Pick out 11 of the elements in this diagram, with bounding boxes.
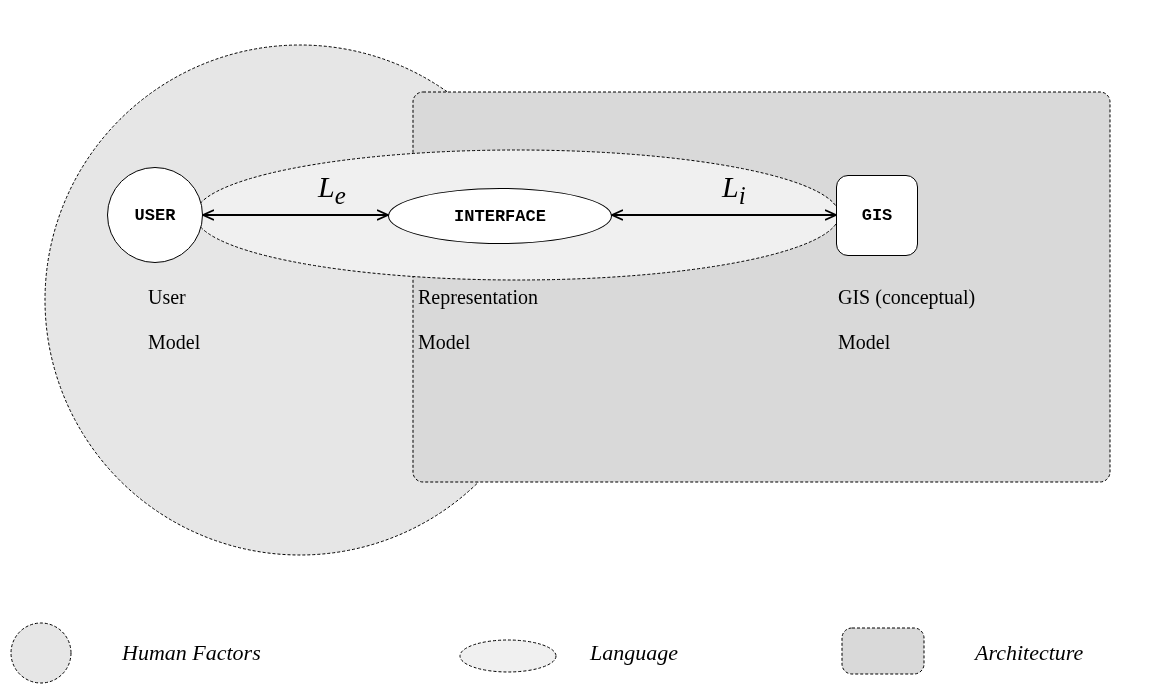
rounded-box-node: GIS (836, 175, 918, 256)
model-label: GIS (conceptual) Model (838, 285, 977, 355)
model-label: User Model (148, 285, 202, 355)
edge-label: L$_{e}$ (318, 170, 346, 210)
legend-label: Language (590, 640, 678, 666)
edge-label: L$_{i}$ (722, 170, 746, 210)
legend-label: Architecture (975, 640, 1084, 666)
double-arrow (611, 209, 837, 221)
legend-label: Human Factors (122, 640, 261, 666)
double-arrow (202, 209, 389, 221)
model-label: Representation Model (418, 285, 539, 355)
